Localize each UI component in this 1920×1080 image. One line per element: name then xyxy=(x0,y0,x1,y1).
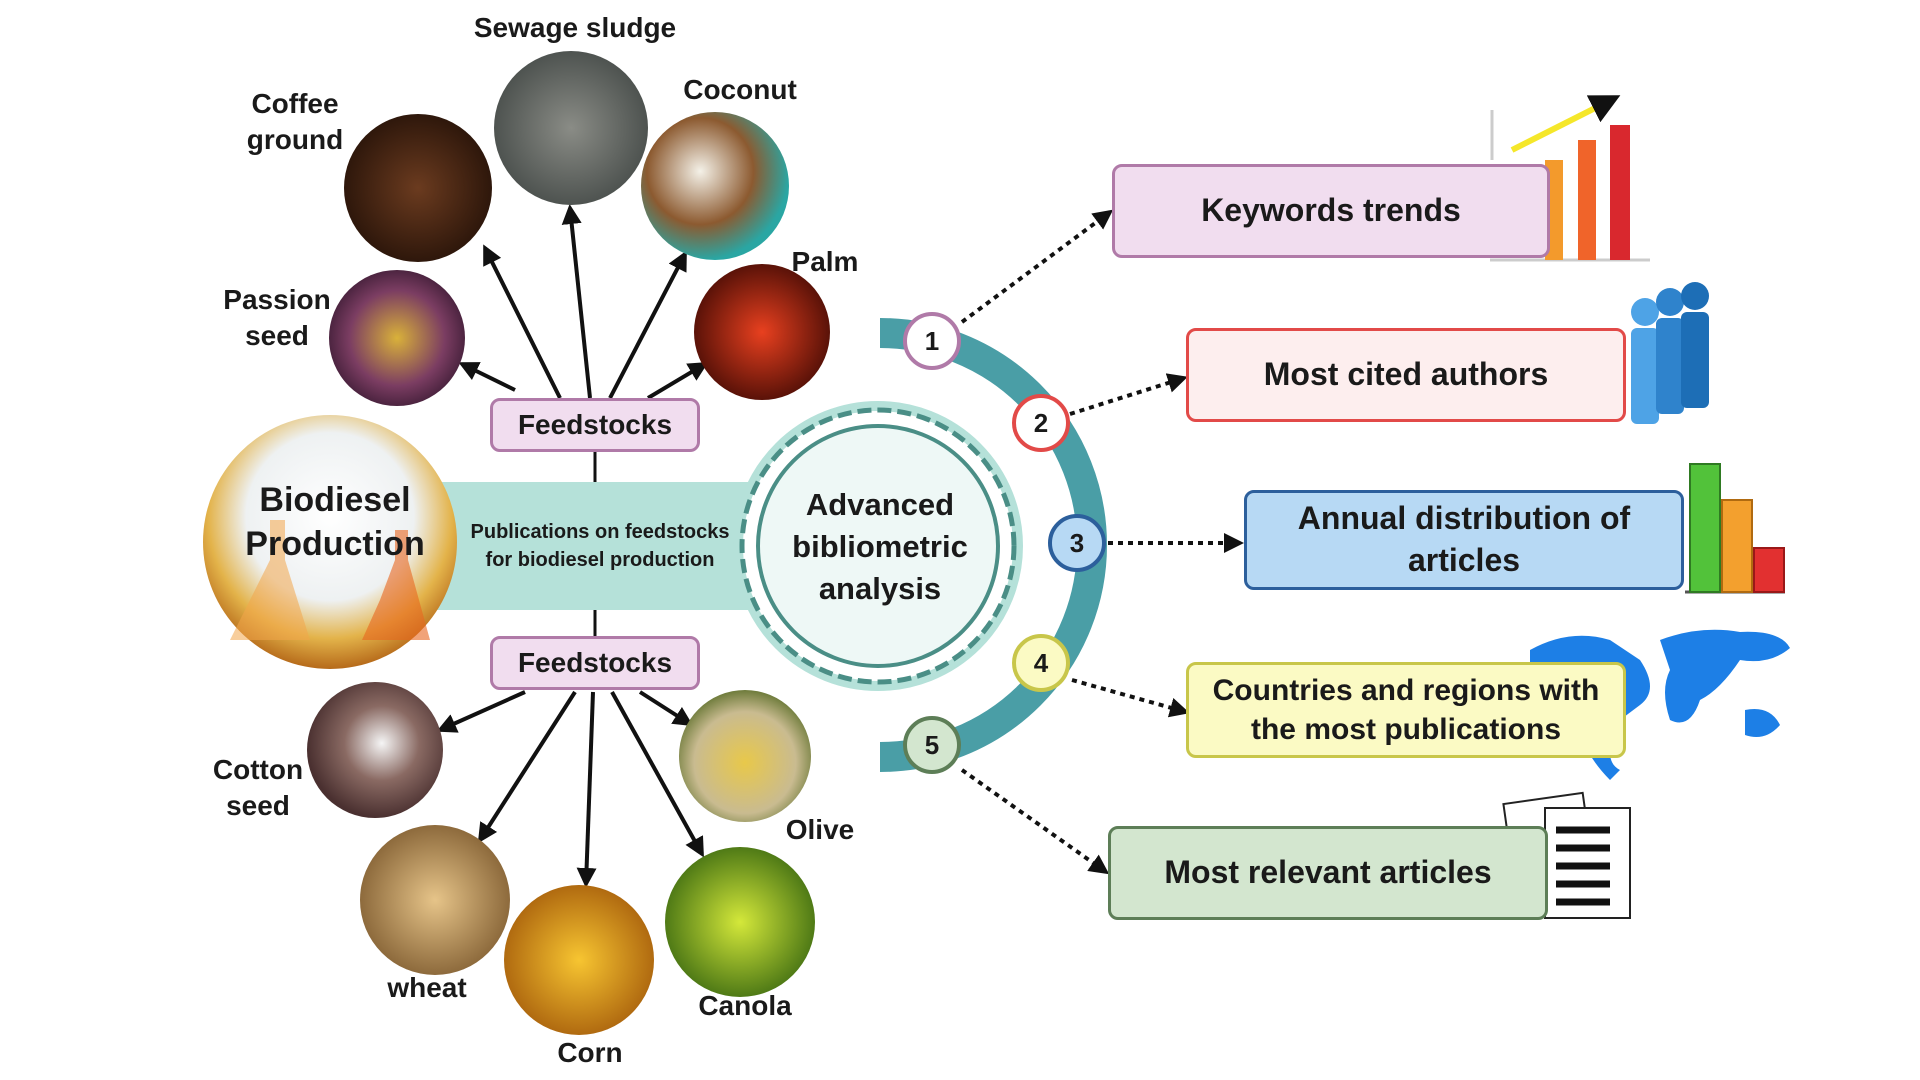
bar-chart-icon xyxy=(1685,463,1785,594)
feedstock-image-canola xyxy=(665,847,815,997)
feedstock-arrow-down-5 xyxy=(638,690,694,727)
feedstock-arrow-down-2 xyxy=(477,690,577,844)
feedstock-label-canola: Canola xyxy=(698,990,792,1021)
person-head-1 xyxy=(1631,298,1659,326)
person-head-2 xyxy=(1656,288,1684,316)
center-line-1: Advanced xyxy=(805,487,955,522)
feedstock-image-olive xyxy=(679,690,811,822)
feedstock-image-passion xyxy=(329,270,465,406)
center-line-2: bibliometric xyxy=(792,528,968,564)
feedstock-label-palm: Palm xyxy=(791,246,859,277)
feedstock-label-olive: Olive xyxy=(785,814,855,845)
analysis-ring xyxy=(733,318,1107,772)
center-dashed-ring xyxy=(739,407,1017,685)
trend-bar-3 xyxy=(1610,125,1630,260)
analysis-connector-5 xyxy=(960,768,1110,875)
analysis-connector-1 xyxy=(960,209,1114,324)
analysis-box-countries-regions: Countries and regions with the most publ… xyxy=(1186,662,1626,758)
feedstock-image-sewage xyxy=(494,51,648,205)
feedstock-image-coconut xyxy=(641,112,789,260)
analysis-number-5: 5 xyxy=(903,716,961,774)
hero-line-2: Production xyxy=(245,525,425,564)
feedstock-image-palm xyxy=(694,264,830,400)
feedstock-label-coconut: Coconut xyxy=(683,74,797,105)
analysis-box-annual-distribution: Annual distribution of articles xyxy=(1244,490,1684,590)
feedstock-arrow-down-4 xyxy=(610,691,704,858)
feedstocks-box-lower: Feedstocks xyxy=(490,636,700,690)
analysis-box-keywords-trends: Keywords trends xyxy=(1112,164,1550,258)
feedstock-arrow-up-4 xyxy=(608,250,687,399)
biodiesel-production-title: Biodiesel Production xyxy=(205,478,465,566)
bar-green xyxy=(1689,463,1721,593)
feedstock-label-coffee: Coffee ground xyxy=(246,88,344,156)
feedstock-label-sewage: Sewage sludge xyxy=(473,12,677,43)
center-line-3: analysis xyxy=(818,570,942,606)
analysis-box-most-relevant-articles: Most relevant articles xyxy=(1108,826,1548,920)
continent-eurasia-africa xyxy=(1660,629,1790,723)
feedstock-label-wheat: wheat xyxy=(387,972,467,1003)
trend-arrow xyxy=(1510,95,1621,153)
flask-shape xyxy=(230,520,310,640)
band-line-1: Publications on feedstocks xyxy=(470,521,730,543)
person-body-3 xyxy=(1681,312,1709,408)
analysis-number-3: 3 xyxy=(1048,514,1106,572)
analysis-number-4: 4 xyxy=(1012,634,1070,692)
analysis-number-1: 1 xyxy=(903,312,961,370)
feedstock-arrow-up-1 xyxy=(458,362,516,392)
analysis-connector-2 xyxy=(1069,373,1188,416)
feedstock-arrow-down-3 xyxy=(576,691,597,888)
feedstock-images xyxy=(203,51,830,1035)
feedstock-label-corn: Corn xyxy=(557,1037,623,1068)
analysis-connector-4 xyxy=(1071,678,1190,718)
center-circle xyxy=(756,424,1000,668)
feedstock-image-corn xyxy=(504,885,654,1035)
bar-red xyxy=(1753,547,1785,593)
analysis-box-most-cited-authors: Most cited authors xyxy=(1186,328,1626,422)
feedstock-arrow-up-5 xyxy=(646,361,709,400)
band-line-2: for biodiesel production xyxy=(485,549,715,571)
feedstocks-box-upper: Feedstocks xyxy=(490,398,700,452)
feedstock-arrow-up-2 xyxy=(483,244,562,399)
feedstock-image-cotton xyxy=(307,682,443,818)
feedstock-label-passion: Passion seed xyxy=(223,284,331,352)
hero-line-1: Biodiesel xyxy=(259,481,411,519)
person-head-3 xyxy=(1681,282,1709,310)
publications-band-label: Publications on feedstocks for biodiesel… xyxy=(455,518,745,574)
center-title: Advanced bibliometric analysis xyxy=(755,484,1005,610)
feedstock-label-cotton: Cotton seed xyxy=(212,754,304,822)
feedstock-image-coffee xyxy=(344,114,492,262)
continent-oceania xyxy=(1745,709,1780,738)
people-icon xyxy=(1631,282,1709,424)
bar-orange xyxy=(1721,499,1753,593)
feedstocks-upper-label: Feedstocks xyxy=(517,409,673,440)
analysis-connectors xyxy=(960,209,1244,875)
person-body-2 xyxy=(1656,318,1684,414)
feedstock-arrows xyxy=(436,204,709,888)
person-body-1 xyxy=(1631,328,1659,424)
feedstocks-lower-label: Feedstocks xyxy=(517,647,673,678)
analysis-number-2: 2 xyxy=(1012,394,1070,452)
trend-bar-2 xyxy=(1578,140,1596,260)
feedstock-arrow-up-3 xyxy=(561,204,592,399)
publications-band xyxy=(430,482,770,610)
flask-shape xyxy=(362,530,430,640)
feedstock-arrow-down-1 xyxy=(436,690,526,733)
feedstock-image-wheat xyxy=(360,825,510,975)
